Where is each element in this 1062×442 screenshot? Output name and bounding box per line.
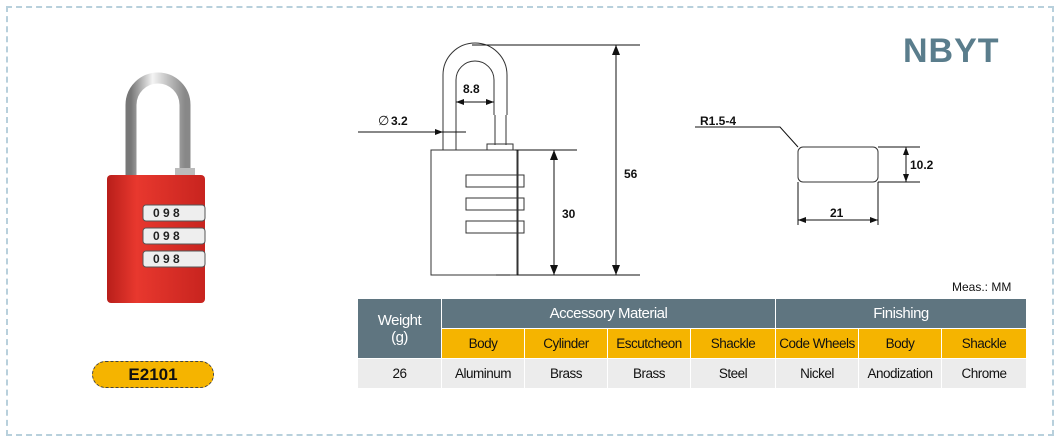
weight-header: Weight(g) (357, 298, 442, 359)
column-header: Cylinder (524, 328, 608, 359)
column-header: Shackle (941, 328, 1027, 359)
svg-text:0 9 8: 0 9 8 (153, 229, 180, 243)
page-border (6, 6, 1054, 436)
body-height-label: 30 (562, 207, 576, 221)
radius-label: R1.5-4 (700, 114, 736, 128)
padlock-photo: 0 9 8 0 9 8 0 9 8 (107, 72, 206, 303)
brand-logo: NBYT (903, 32, 1000, 70)
shackle-gap-label: 8.8 (463, 82, 480, 96)
technical-drawing: 8.8 ∅ 3.2 56 30 R1.5-4 10.2 21 (358, 42, 934, 276)
column-header: Body (441, 328, 525, 359)
weight-cell: 26 (357, 358, 442, 389)
accessory-material-header: Accessory Material (441, 298, 776, 329)
svg-text:0 9 8: 0 9 8 (153, 206, 180, 220)
table-row: 26 Aluminum Brass Brass Steel Nickel Ano… (357, 358, 1027, 389)
model-badge: E2101 (92, 361, 214, 388)
section-width-label: 21 (830, 206, 844, 220)
column-header: Code Wheels (775, 328, 859, 359)
column-header: Shackle (690, 328, 776, 359)
section-height-label: 10.2 (910, 158, 934, 172)
table-cell: Nickel (775, 358, 859, 389)
measure-unit: Meas.: MM (952, 280, 1012, 294)
diameter-label: 3.2 (391, 114, 408, 128)
table-cell: Aluminum (441, 358, 525, 389)
table-cell: Steel (690, 358, 776, 389)
finishing-header: Finishing (775, 298, 1027, 329)
table-cell: Brass (607, 358, 691, 389)
diameter-icon: ∅ (378, 113, 389, 128)
table-cell: Chrome (941, 358, 1027, 389)
spec-table: Weight(g) Accessory Material Finishing B… (357, 298, 1027, 389)
table-cell: Brass (524, 358, 608, 389)
column-header: Escutcheon (607, 328, 691, 359)
column-header: Body (858, 328, 942, 359)
table-cell: Anodization (858, 358, 942, 389)
total-height-label: 56 (624, 167, 638, 181)
svg-text:0 9 8: 0 9 8 (153, 252, 180, 266)
